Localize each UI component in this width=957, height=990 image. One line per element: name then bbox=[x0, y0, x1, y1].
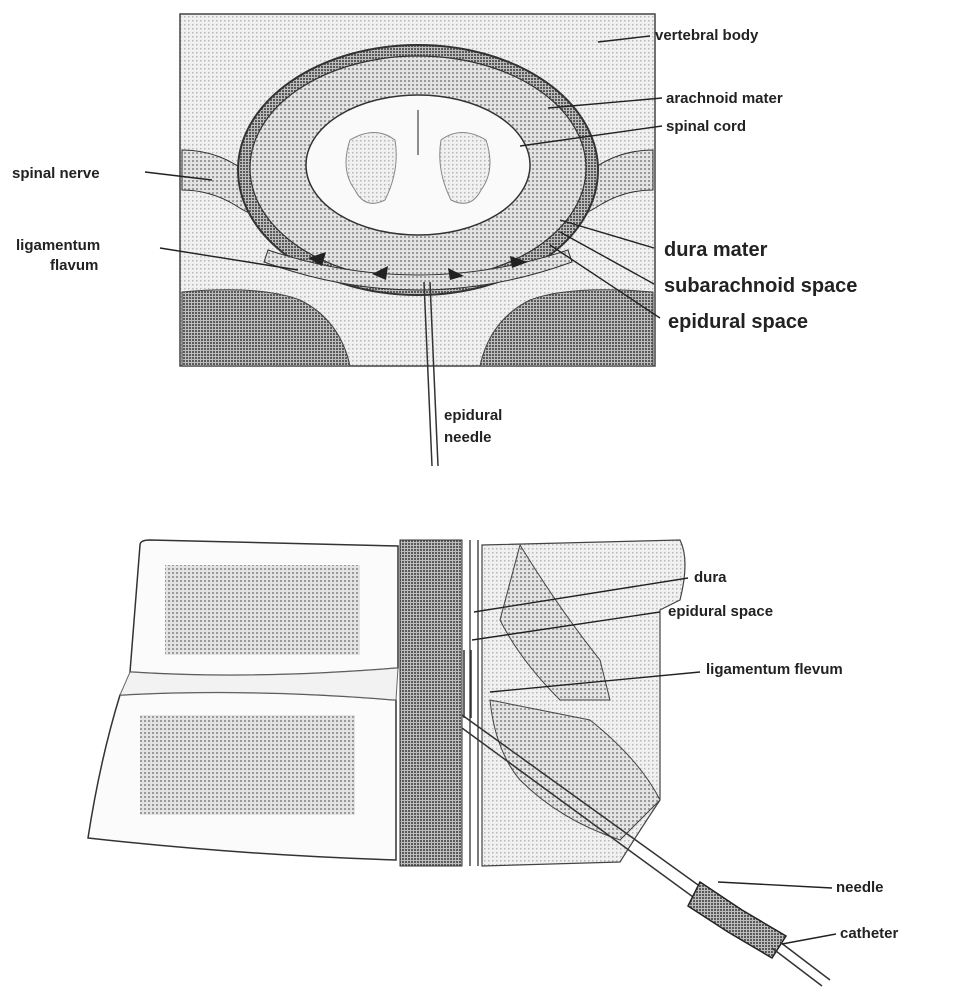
label-needle: needle bbox=[836, 879, 884, 896]
label-ligamentum-flevum: ligamentum flevum bbox=[706, 661, 843, 678]
label-spinal-nerve: spinal nerve bbox=[12, 165, 100, 182]
vertebral-body-upper-core bbox=[165, 565, 360, 655]
label-subarachnoid-space: subarachnoid space bbox=[664, 275, 857, 297]
label-arachnoid-mater: arachnoid mater bbox=[666, 90, 783, 107]
label-spinal-cord: spinal cord bbox=[666, 118, 746, 135]
cross-section-view bbox=[145, 14, 662, 466]
label-epidural-space-sagittal: epidural space bbox=[668, 603, 773, 620]
label-epidural-needle-2: needle bbox=[444, 429, 492, 446]
catheter-shape bbox=[772, 948, 822, 986]
needle-hub bbox=[688, 882, 786, 958]
label-catheter: catheter bbox=[840, 925, 899, 942]
label-epidural-needle-1: epidural bbox=[444, 407, 502, 424]
dura-canal bbox=[400, 540, 462, 866]
label-ligamentum-flavum-2: flavum bbox=[50, 257, 98, 274]
label-epidural-space: epidural space bbox=[668, 311, 808, 333]
label-vertebral-body: vertebral body bbox=[655, 27, 759, 44]
label-dura-mater: dura mater bbox=[664, 239, 768, 261]
label-dura: dura bbox=[694, 569, 727, 586]
label-ligamentum-flavum-1: ligamentum bbox=[16, 237, 100, 254]
vertebral-body-lower-core bbox=[140, 715, 355, 815]
